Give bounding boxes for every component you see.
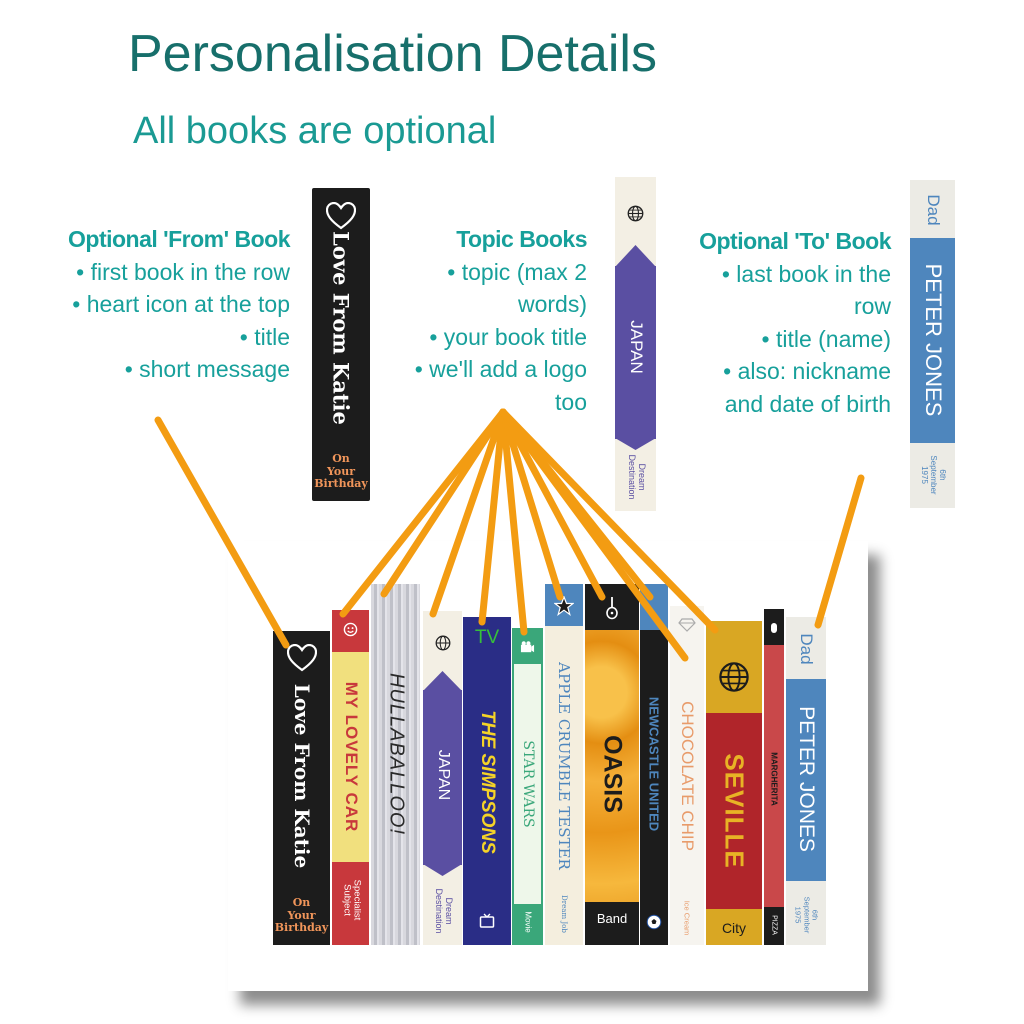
smiley-icon [343, 622, 358, 637]
book-spine: MARGHERITA PIZZA [764, 609, 784, 945]
topic-books-line: words) [517, 291, 587, 317]
diamond-icon [678, 618, 696, 632]
book-spine: CHOCOLATE CHIP Ice Cream [670, 606, 704, 945]
heart-icon [287, 644, 317, 672]
heart-icon [326, 202, 356, 230]
from-book-line: • short message [124, 356, 290, 382]
book-spine: HULLABALLOO! [371, 584, 420, 945]
topic-books-line: too [555, 388, 587, 415]
book-spine: SEVILLE City [706, 621, 762, 945]
book-spine: TV THE SIMPSONS [463, 617, 511, 945]
book-subtitle: Band [596, 911, 628, 926]
globe-icon [627, 205, 644, 222]
page-subtitle: All books are optional [133, 110, 497, 152]
to-book-line: and date of birth [724, 390, 891, 417]
topic-books-section: Topic Books • topic (max 2 words) • your… [414, 223, 588, 418]
from-book-heading: Optional 'From' Book [68, 226, 291, 252]
book-spine: STAR WARS Movie [512, 628, 543, 945]
football-icon [646, 914, 662, 930]
page-title: Personalisation Details [128, 25, 657, 83]
to-book-line: • title (name) [761, 325, 891, 352]
topic-books-line: • topic (max 2 [447, 258, 587, 285]
book-subtitle: City [721, 920, 747, 936]
camera-icon [520, 641, 535, 653]
globe-icon [435, 635, 451, 651]
guitar-icon [606, 597, 618, 620]
from-book-section: Optional 'From' Book • first book in the… [68, 223, 291, 386]
book-topic: TV [474, 627, 500, 648]
from-book-line: • first book in the row [76, 258, 290, 285]
book-spine: OASIS Band [585, 584, 639, 945]
to-book-line: row [853, 293, 891, 319]
tv-icon [479, 913, 495, 928]
topic-books-heading: Topic Books [456, 226, 587, 252]
book-spine: NEWCASTLE UNITED [640, 584, 668, 945]
topic-books-line: • we'll add a logo [414, 356, 587, 382]
to-book-line: • also: nickname [723, 358, 891, 384]
to-book-heading: Optional 'To' Book [699, 228, 891, 254]
book-spine: APPLE CRUMBLE TESTER Dream Job [545, 584, 583, 945]
pizza-icon [771, 623, 777, 633]
from-book-line: • heart icon at the top [72, 291, 290, 317]
from-book-line: • title [239, 323, 290, 350]
globe-icon [719, 662, 749, 692]
to-book-line: • last book in the [721, 260, 891, 287]
topic-books-line: • your book title [429, 323, 587, 350]
star-icon [554, 596, 574, 616]
to-book-section: Optional 'To' Book • last book in the ro… [699, 225, 891, 420]
